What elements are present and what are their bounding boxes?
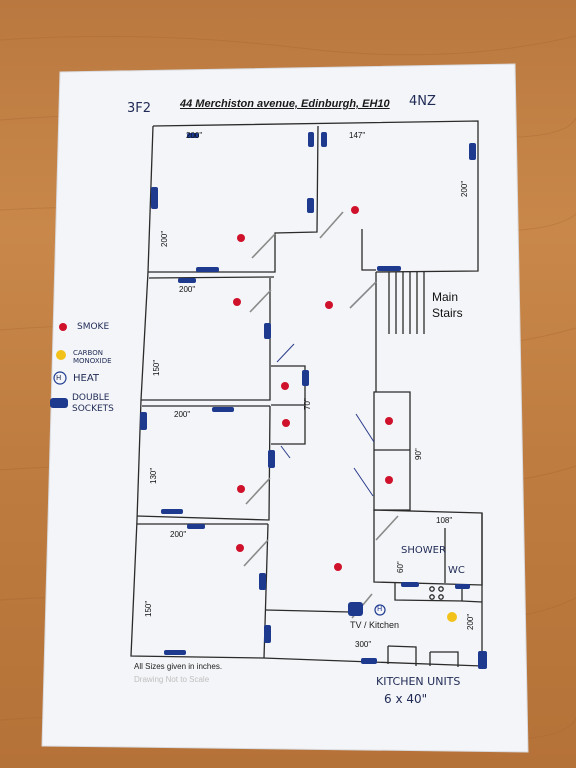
double-sockets <box>50 132 487 669</box>
socket <box>187 524 205 529</box>
smoke-detector <box>385 476 393 484</box>
socket <box>264 625 271 643</box>
smoke-detector <box>282 419 290 427</box>
socket <box>455 584 470 589</box>
socket <box>377 266 401 271</box>
dim-top-left-width: 200" <box>186 131 203 140</box>
smoke-detector <box>236 544 244 552</box>
socket <box>259 573 266 590</box>
co-detector-legend <box>56 350 66 360</box>
legend-carbon-monoxide: CARBON MONOXIDE <box>73 349 112 365</box>
address: 44 Merchiston avenue, Edinburgh, EH10 <box>180 98 390 110</box>
socket <box>302 370 309 386</box>
legend-heat: HEAT <box>73 373 100 384</box>
smoke-detector-legend <box>59 323 67 331</box>
socket <box>196 267 219 272</box>
dim-kitchen-width: 300" <box>355 640 372 649</box>
socket <box>268 450 275 468</box>
smoke-detector <box>237 485 245 493</box>
shower-label: SHOWER <box>401 545 446 556</box>
socket <box>348 602 363 616</box>
heat-symbol-label: H <box>377 605 383 613</box>
legend-smoke: SMOKE <box>77 322 110 332</box>
smoke-detectors <box>59 206 393 571</box>
socket <box>161 509 183 514</box>
dim-kitchen-height: 200" <box>466 613 475 630</box>
smoke-detector <box>281 382 289 390</box>
smoke-detector <box>237 234 245 242</box>
socket <box>478 651 487 669</box>
dim-shower-width: 108" <box>436 516 453 525</box>
heat-detector <box>374 604 386 616</box>
smoke-detector <box>351 206 359 214</box>
socket <box>178 278 196 283</box>
socket <box>151 187 158 209</box>
smoke-detector <box>233 298 241 306</box>
smoke-detector <box>385 417 393 425</box>
kitchen-units-size: 6 x 40" <box>384 692 428 706</box>
tv-kitchen-label: TV / Kitchen <box>350 620 400 630</box>
socket <box>187 133 199 138</box>
kitchen-units-label: KITCHEN UNITS <box>376 675 461 688</box>
dim-top-right-width: 147" <box>349 131 366 140</box>
sizes-note: All Sizes given in inches. <box>134 662 223 671</box>
legend-double-sockets: DOUBLE SOCKETS <box>72 393 114 414</box>
co-detectors <box>56 350 457 622</box>
socket <box>469 143 476 160</box>
dim-room4-height: 150" <box>144 600 153 617</box>
socket <box>308 132 314 147</box>
socket <box>164 650 186 655</box>
main-stairs-label: Main Stairs <box>432 290 463 320</box>
legend-heat-symbol: H <box>56 374 62 382</box>
dim-shower-height: 60" <box>396 561 405 573</box>
dim-cupboard-height: 90" <box>414 448 423 460</box>
socket <box>401 582 419 587</box>
socket <box>264 323 271 339</box>
flat-number: 3F2 <box>127 101 152 116</box>
wc-label: WC <box>448 565 465 576</box>
dim-hall-mid: 70" <box>303 398 312 410</box>
smoke-detector <box>325 301 333 309</box>
socket <box>140 412 147 430</box>
scale-note: Drawing Not to Scale <box>134 675 210 684</box>
socket <box>212 407 234 412</box>
dim-room2-width: 200" <box>179 285 196 294</box>
heat-detector-legend <box>53 371 67 385</box>
socket <box>321 132 327 147</box>
smoke-detector <box>334 563 342 571</box>
dim-room3-height: 130" <box>149 467 158 484</box>
co-detector <box>447 612 457 622</box>
dim-room2-height: 150" <box>152 359 161 376</box>
postcode-tail: 4NZ <box>409 94 436 109</box>
socket <box>361 658 377 664</box>
socket-legend <box>50 398 68 408</box>
dim-top-left-height: 200" <box>160 230 169 247</box>
dim-room4-width: 200" <box>170 530 187 539</box>
socket <box>307 198 314 213</box>
dim-top-right-height: 200" <box>460 180 469 197</box>
dim-room3-width: 200" <box>174 410 191 419</box>
